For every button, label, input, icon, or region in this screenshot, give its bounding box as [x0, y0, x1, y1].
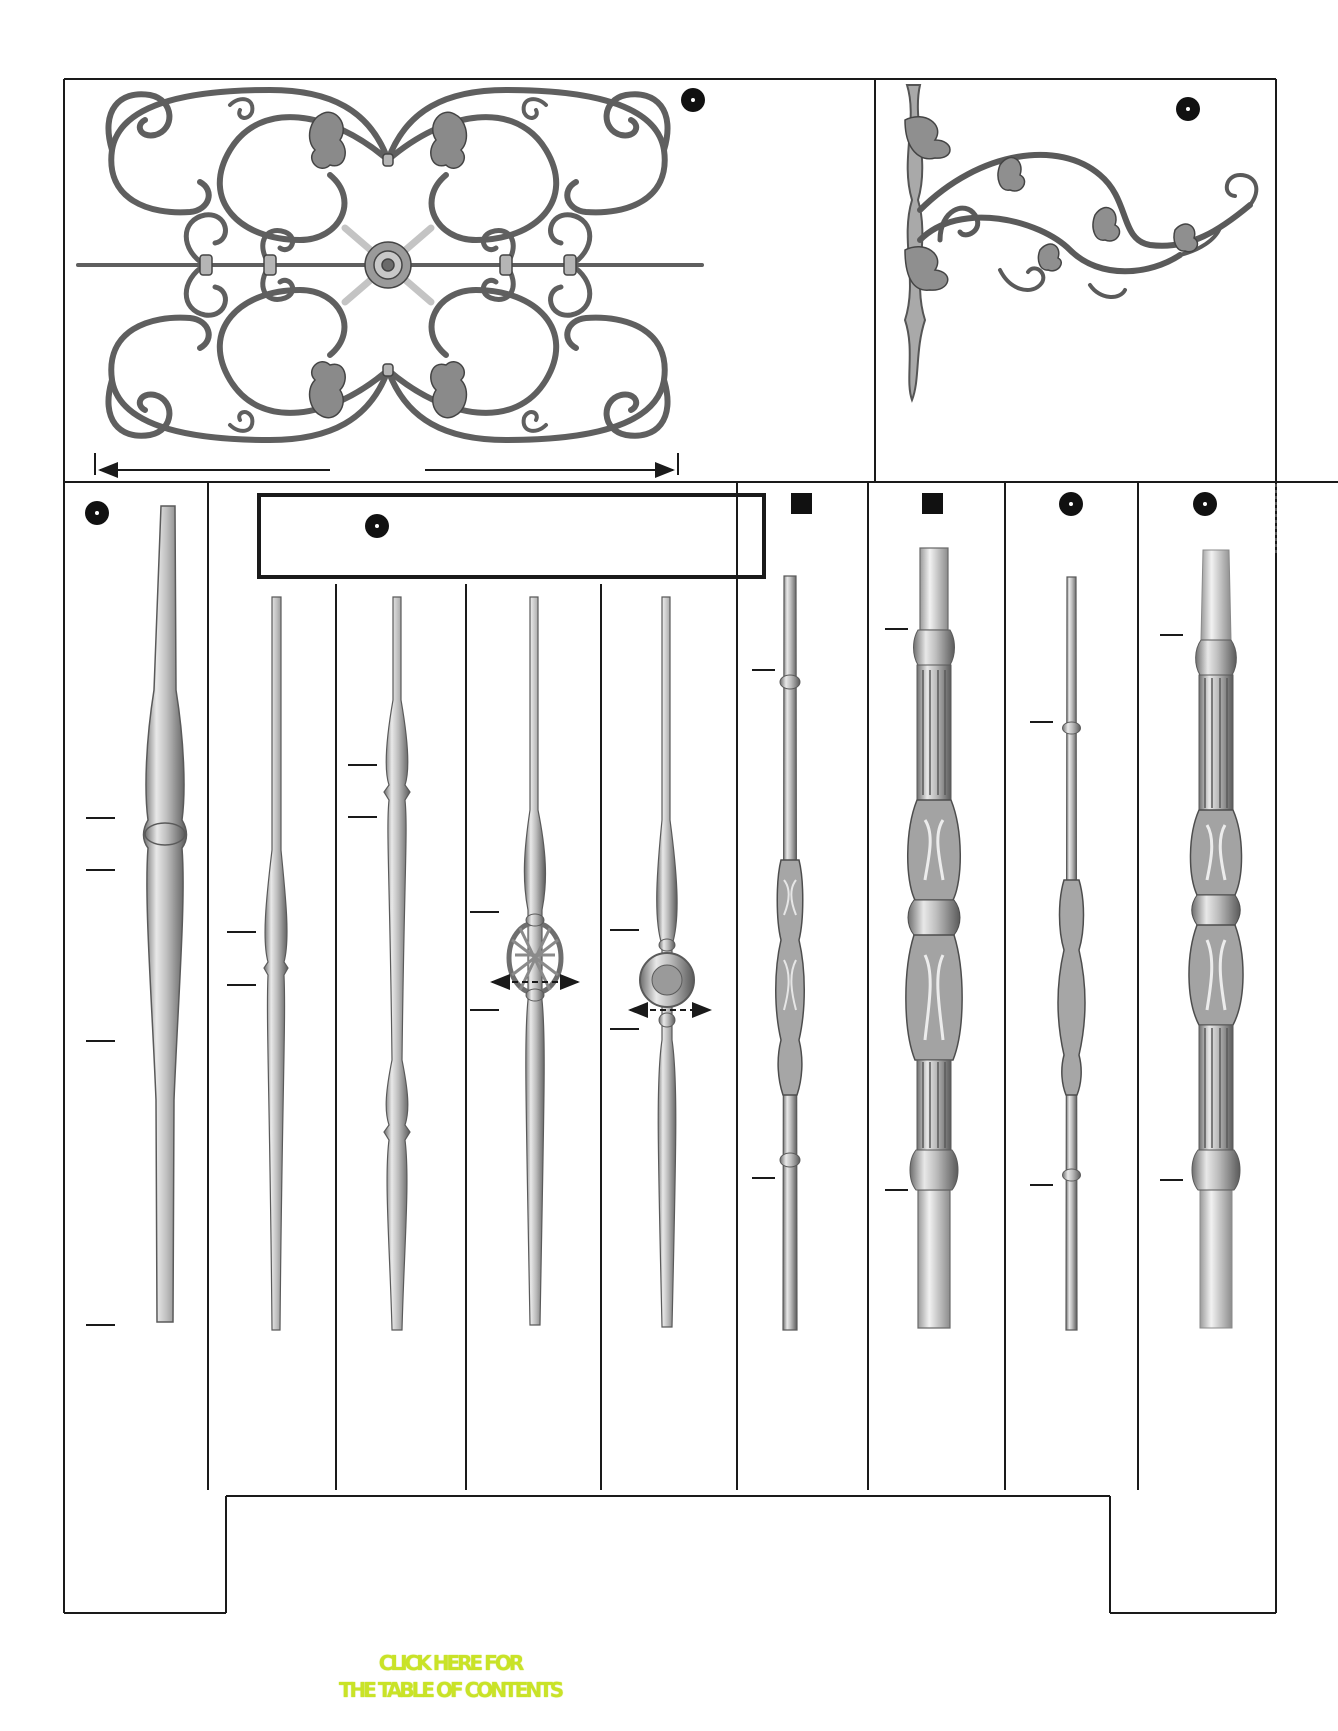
- round-fluted-newel: [1188, 549, 1244, 1329]
- single-collar-baluster: [263, 596, 289, 1331]
- square-fluted-newel: [905, 547, 963, 1329]
- circle-dot-icon: [365, 514, 389, 538]
- scroll-panel-leaves: [199, 111, 577, 419]
- circle-dot-icon: [1176, 97, 1200, 121]
- dimension-ticks: [86, 628, 1183, 1326]
- round-tapered-baluster: [142, 505, 188, 1323]
- grouped-balusters: [257, 493, 766, 579]
- page-frame: [63, 78, 1338, 1614]
- circle-dot-icon: [85, 501, 109, 525]
- toc-link-line-2: THE TABLE OF CONTENTS: [338, 1678, 564, 1702]
- wall-bracket: [903, 84, 1259, 403]
- square-icon: [922, 493, 943, 514]
- toc-link-line-1: CLICK HERE FOR: [378, 1651, 525, 1675]
- rosette-baluster: [628, 596, 712, 1328]
- square-ornamental-baluster: [775, 575, 805, 1331]
- square-icon: [791, 493, 812, 514]
- scroll-panel: [76, 86, 704, 444]
- circle-dot-icon: [1059, 492, 1083, 516]
- panel-width-dimension: [94, 453, 679, 478]
- basket-baluster: [490, 596, 580, 1326]
- circle-dot-icon: [1193, 492, 1217, 516]
- round-ornamental-baluster: [1057, 576, 1086, 1331]
- table-of-contents-link[interactable]: CLICK HERE FOR THE TABLE OF CONTENTS: [300, 1650, 600, 1704]
- circle-dot-icon: [681, 88, 705, 112]
- double-collar-baluster: [383, 596, 411, 1331]
